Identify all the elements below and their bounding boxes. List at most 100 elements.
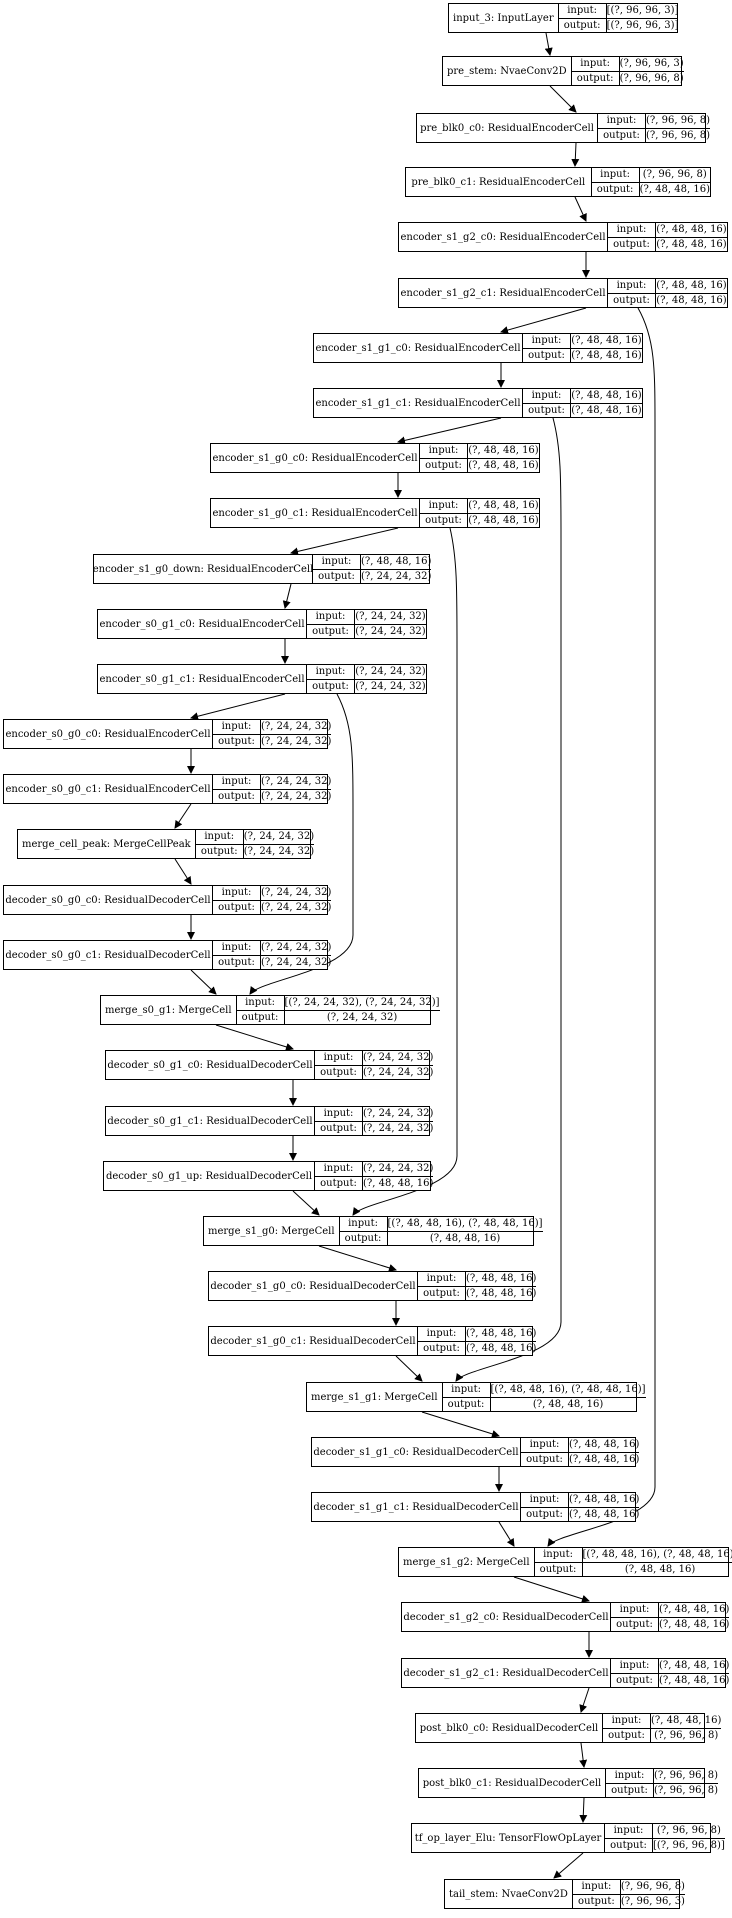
skip-encoder-s1-g1-c1-to-merge-s1-g1: [455, 417, 562, 1382]
input-key-label: input:: [572, 57, 620, 71]
node-label: decoder_s0_g0_c1: ResidualDecoderCell: [5, 949, 211, 961]
io-table: input:(?, 48, 48, 16)output:(?, 48, 48, …: [607, 279, 727, 307]
input-key-label: input:: [608, 279, 656, 293]
output-shape: (?, 48, 48, 16): [468, 514, 539, 526]
output-shape: (?, 24, 24, 32): [261, 790, 332, 802]
output-row: output:(?, 96, 96, 8): [606, 1782, 719, 1797]
node-label: encoder_s0_g1_c1: ResidualEncoderCell: [99, 673, 305, 685]
output-shape: (?, 48, 48, 16): [532, 1398, 604, 1410]
node-label: merge_s0_g1: MergeCell: [105, 1004, 232, 1016]
input-row: input:[(?, 96, 96, 3)]: [559, 4, 678, 18]
node-label: post_blk0_c1: ResidualDecoderCell: [422, 1777, 602, 1789]
node-label: encoder_s1_g1_c1: ResidualEncoderCell: [315, 397, 521, 409]
input-row: input:(?, 24, 24, 32): [315, 1051, 433, 1065]
input-row: input:[(?, 48, 48, 16), (?, 48, 48, 16)]: [340, 1217, 543, 1231]
input-shape: (?, 24, 24, 32): [355, 611, 426, 623]
output-row: output:(?, 24, 24, 32): [213, 899, 332, 914]
node-label: post_blk0_c0: ResidualDecoderCell: [419, 1722, 599, 1734]
node-label: encoder_s0_g0_c1: ResidualEncoderCell: [5, 783, 211, 795]
input-row: input:(?, 48, 48, 16): [611, 1659, 729, 1673]
output-key-label: output:: [608, 237, 656, 251]
input-shape: (?, 48, 48, 16): [468, 500, 539, 512]
output-shape: (?, 24, 24, 32): [363, 1122, 434, 1134]
io-table: input:(?, 48, 48, 16)output:(?, 48, 48, …: [522, 389, 642, 417]
edge-encoder-s1-g0-down-to-encoder-s0-g1-c0: [282, 583, 292, 609]
input-key-label: input:: [213, 720, 261, 734]
input-shape: (?, 48, 48, 16): [361, 556, 432, 568]
output-key-label: output:: [606, 1783, 654, 1797]
input-shape: [(?, 48, 48, 16), (?, 48, 48, 16)]: [490, 1384, 646, 1396]
input-key-label: input:: [315, 1162, 363, 1176]
output-row: output:[(?, 96, 96, 3)]: [558, 17, 679, 32]
output-row: output:(?, 48, 48, 16): [611, 1616, 730, 1631]
node-label: decoder_s1_g0_c0: ResidualDecoderCell: [210, 1280, 416, 1292]
input-shape: [(?, 48, 48, 16), (?, 48, 48, 16)]: [582, 1549, 732, 1561]
output-row: output:(?, 48, 48, 16): [591, 181, 710, 196]
input-key-label: input:: [521, 1493, 569, 1507]
node-label: pre_blk0_c1: ResidualEncoderCell: [411, 176, 586, 188]
output-shape: (?, 24, 24, 32): [355, 680, 426, 692]
output-key-label: output:: [315, 1065, 363, 1079]
input-shape: (?, 48, 48, 16): [651, 1715, 722, 1727]
io-table: input:[(?, 48, 48, 16), (?, 48, 48, 16)]…: [441, 1383, 646, 1411]
output-shape: (?, 48, 48, 16): [656, 294, 727, 306]
io-table: input:(?, 24, 24, 32)output:(?, 24, 24, …: [306, 665, 426, 693]
input-key-label: input:: [420, 499, 468, 513]
output-shape: (?, 48, 48, 16): [571, 404, 642, 416]
edge-decoder-s1-g2-c1-to-post-blk0-c0: [579, 1687, 590, 1713]
output-key-label: output:: [611, 1673, 659, 1687]
input-shape: (?, 48, 48, 16): [466, 1273, 537, 1285]
input-row: input:(?, 48, 48, 16): [521, 1438, 639, 1452]
input-shape: [(?, 48, 48, 16), (?, 48, 48, 16)]: [387, 1218, 543, 1230]
output-row: output:(?, 96, 96, 3): [572, 1893, 685, 1908]
edge-decoder-s1-g1-c1-to-merge-s1-g2: [498, 1521, 515, 1547]
input-row: input:[(?, 24, 24, 32), (?, 24, 24, 32)]: [237, 996, 440, 1010]
skip-encoder-s0-g1-c1-to-merge-s0-g1: [249, 693, 354, 995]
input-key-label: input:: [592, 168, 640, 182]
input-row: input:(?, 24, 24, 32): [196, 830, 314, 844]
output-shape: (?, 48, 48, 16): [659, 1618, 730, 1630]
input-shape: (?, 48, 48, 16): [656, 224, 727, 236]
input-shape: (?, 24, 24, 32): [261, 776, 332, 788]
input-shape: (?, 24, 24, 32): [363, 1108, 434, 1120]
input-key-label: input:: [420, 444, 468, 458]
output-shape: (?, 96, 96, 8): [654, 1729, 719, 1741]
input-row: input:(?, 96, 96, 8): [592, 168, 710, 182]
node-label: encoder_s1_g0_c0: ResidualEncoderCell: [212, 452, 418, 464]
io-table: input:(?, 96, 96, 3)output:(?, 96, 96, 8…: [570, 57, 684, 85]
output-shape: (?, 48, 48, 16): [363, 1177, 434, 1189]
io-table: input:(?, 24, 24, 32)output:(?, 24, 24, …: [212, 941, 332, 969]
io-table: input:[(?, 96, 96, 3)]output:[(?, 96, 96…: [557, 4, 679, 32]
input-row: input:(?, 96, 96, 8): [598, 114, 710, 128]
input-row: input:(?, 96, 96, 3): [572, 57, 684, 71]
input-shape: (?, 48, 48, 16): [466, 1328, 537, 1340]
io-table: input:(?, 24, 24, 32)output:(?, 24, 24, …: [212, 720, 332, 748]
output-shape: (?, 96, 96, 8): [619, 72, 684, 84]
node-label: decoder_s0_g1_up: ResidualDecoderCell: [105, 1170, 313, 1182]
input-key-label: input:: [535, 1548, 583, 1562]
input-key-label: input:: [213, 886, 261, 900]
output-row: output:(?, 24, 24, 32): [307, 623, 426, 638]
output-shape: (?, 48, 48, 16): [569, 1508, 640, 1520]
edge-decoder-s0-g1-up-to-merge-s1-g0: [292, 1190, 320, 1216]
output-row: output:(?, 24, 24, 32): [315, 1064, 434, 1079]
input-row: input:(?, 48, 48, 16): [523, 334, 642, 348]
input-key-label: input:: [605, 1824, 653, 1838]
output-key-label: output:: [535, 1562, 583, 1576]
edge-merge-cell-peak-to-decoder-s0-g0-c0: [174, 858, 192, 885]
output-key-label: output:: [559, 18, 607, 32]
edge-encoder-s0-g0-c1-to-merge-cell-peak: [174, 803, 192, 829]
output-row: output:(?, 96, 96, 8): [571, 70, 684, 85]
input-shape: (?, 24, 24, 32): [243, 831, 315, 843]
io-table: input:(?, 24, 24, 32)output:(?, 24, 24, …: [194, 830, 315, 858]
